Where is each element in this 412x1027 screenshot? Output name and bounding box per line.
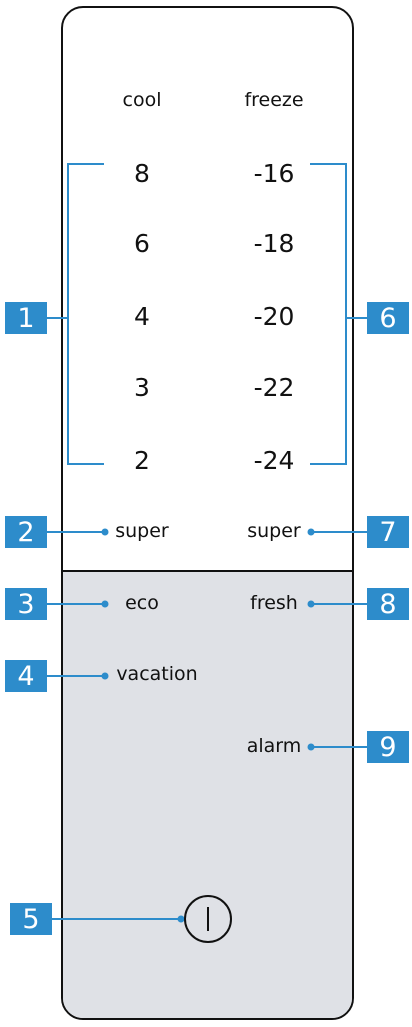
callout-3: 3 — [5, 588, 47, 620]
eco-button[interactable]: eco — [125, 592, 159, 614]
cool-temp-6[interactable]: 6 — [134, 229, 150, 258]
alarm-button[interactable]: alarm — [246, 735, 302, 757]
freeze-temp-16[interactable]: -16 — [253, 159, 295, 188]
power-icon — [207, 907, 209, 931]
freeze-header: freeze — [244, 89, 304, 111]
super-cool-button[interactable]: super — [115, 520, 169, 542]
control-panel — [61, 6, 354, 1020]
callout-1: 1 — [5, 302, 47, 334]
freeze-temp-20[interactable]: -20 — [253, 302, 295, 331]
callout-8: 8 — [367, 588, 409, 620]
lower-panel-section — [63, 570, 352, 1018]
power-button[interactable] — [184, 895, 232, 943]
super-freeze-button[interactable]: super — [247, 520, 301, 542]
cool-header: cool — [122, 89, 162, 111]
cool-temp-2[interactable]: 2 — [134, 446, 150, 475]
cool-temp-4[interactable]: 4 — [134, 302, 150, 331]
callout-9: 9 — [367, 731, 409, 763]
callout-7: 7 — [367, 516, 409, 548]
callout-6: 6 — [367, 302, 409, 334]
callout-2: 2 — [5, 516, 47, 548]
freeze-temp-24[interactable]: -24 — [253, 446, 295, 475]
cool-temp-3[interactable]: 3 — [134, 373, 150, 402]
callout-5: 5 — [10, 903, 52, 935]
vacation-button[interactable]: vacation — [116, 663, 198, 685]
cool-temp-8[interactable]: 8 — [134, 159, 150, 188]
fresh-button[interactable]: fresh — [250, 592, 298, 614]
freeze-temp-22[interactable]: -22 — [253, 373, 295, 402]
freeze-temp-18[interactable]: -18 — [253, 229, 295, 258]
callout-4: 4 — [5, 660, 47, 692]
